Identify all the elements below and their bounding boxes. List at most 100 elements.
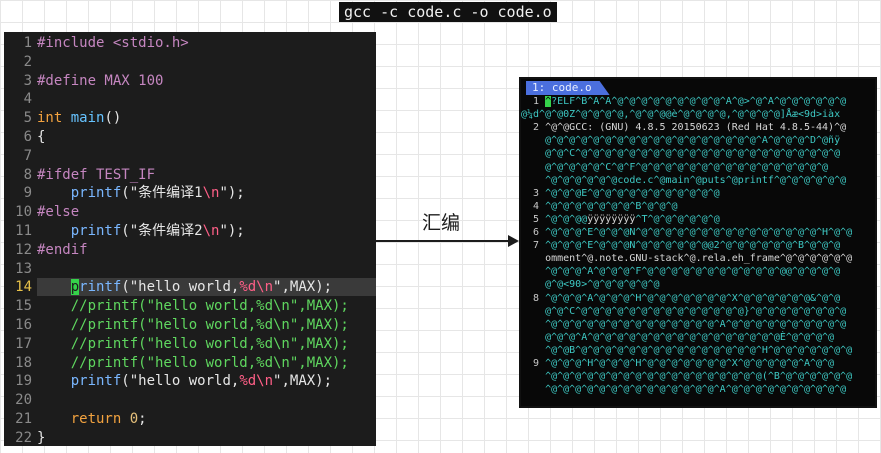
buffer-tab[interactable]: 1: code.o [526,81,610,95]
binary-text: ^@^@B^@^@^@^@^@^@^@^@^@^@^@^@^@^@^@^H^@^… [521,344,853,356]
code-text [32,261,37,277]
code-text [32,392,37,408]
binary-text: @^@^@^@^@^@^@^@^@^@^@^@^@^@^@^@^@^@^A^@^… [521,135,841,147]
code-token: #ifdef TEST_IF [37,166,156,183]
binary-line: @^@^@^@^@^@^@^@^@^@^@^@^@^@^@^@^@^@^A^@^… [521,135,840,147]
binary-line: ^@^@^@^A^@^@^@^F^@^@^@^@^@^@^@^@^@^@^@^@… [521,266,840,278]
binary-text: ^@^@^@^@^@^@^@^@^@^@^@^@^@^@^A^@^@^@^@^@… [521,384,847,396]
code-line: 19 printf("hello world,%d\n",MAX); [4,372,376,390]
code-line: 3#define MAX 100 [4,72,376,90]
line-number: 16 [15,317,32,333]
code-token: ("hello world, [121,279,240,296]
binary-line: 9 ^@^@^@^H^@^@^@^H^@^@^@^@^@^@^@^X^@^@^@… [521,358,834,370]
code-line: 16 //printf("hello world,%d\n",MAX); [4,316,376,334]
binary-line: omment^@.note.GNU-stack^@.rela.eh_frame^… [521,253,852,265]
binary-line: ^@^@^@^@^@^@code.c^@main^@puts^@printf^@… [521,175,846,187]
binary-text: ?ELF^B^A^A^@^@^@^@^@^@^@^@^@^A^@>^@^A^@^… [551,96,847,107]
line-number: 5 [521,213,546,225]
line-number: 3 [521,187,546,199]
code-line: 10#else [4,203,376,221]
arrow-shaft [376,240,510,242]
code-line: 1#include <stdio.h> [4,34,376,52]
code-token: %d\n [239,279,274,296]
binary-text: @^@<90>^@^@^@^@^@^@ [521,279,660,291]
binary-text: ^T^@^@^@^@^@^@ [635,213,720,225]
code-token: int [37,110,63,127]
code-token: 0 [129,411,139,427]
code-token: %d\n [239,373,274,390]
binary-line: 2 ^@^@GCC: (GNU) 4.8.5 20150623 (Red Hat… [521,122,846,134]
arrow-right-icon [508,235,519,247]
code-token: #define MAX 100 [37,72,164,89]
binary-text: @¼d^@^@0Z^@^@^@^@,^@^@^@@è^@^@^@^@,^@^@^… [521,109,841,121]
code-token: \n [202,185,220,202]
code-token [37,279,71,295]
code-line: 8#ifdef TEST_IF [4,166,376,184]
binary-text: ^@^@^@^H^@^@^@^H^@^@^@^@^@^@^@^X^@^@^@^@… [545,358,835,369]
code-text: { [32,129,45,145]
code-token: printf [37,185,122,202]
object-file-view[interactable]: 1: code.o 1 ^?ELF^B^A^A^@^@^@^@^@^@^@^@^… [519,77,877,408]
code-text: #ifdef TEST_IF [32,167,155,183]
code-line: 22} [4,429,376,446]
binary-line: @^@^C^@^@^@^@^@^@^@^@^@^@^@^@^@^@^@^@^@^… [521,148,840,160]
binary-line: ^@^@^@^@^@^@^@^@^@^@^@^@^@^@^A^@^@^@^@^@… [521,384,846,396]
binary-line: @^@^@^A^@^@^@^@^@^@^@^@^@^@^@^@^@^@^@^@È… [521,332,834,344]
line-number: 7 [23,147,32,164]
code-text [32,91,37,107]
code-token: printf [37,223,122,239]
code-text: int main() [32,110,121,126]
code-text [32,54,37,70]
code-token: ("条件编译1 [121,185,203,202]
code-line: 9 printf("条件编译1\n"); [4,184,376,202]
code-line: 18 //printf("hello world,%d\n",MAX); [4,354,376,372]
binary-text: ÿÿÿÿÿÿÿÿ [587,213,636,225]
binary-line: @^@^C^@^@^@^@^@^@^@^@^@^@^@^@^@^@}^@^@^@… [521,306,846,318]
code-token: ",MAX); [273,373,333,390]
binary-text: @^@^@^A^@^@^@^@^@^@^@^@^@^@^@^@^@^@^@^@È… [521,331,835,343]
code-line: 15 //printf("hello world,%d\n",MAX); [4,297,376,315]
code-text: //printf("hello world,%d\n",MAX); [32,355,349,371]
binary-text: ^@^@^@^E^@^@^@N^@^@^@^@^@^@^@^@^@^@^@^@^… [545,227,853,238]
line-number: 19 [15,373,32,390]
binary-text: @^@^C^@^@^@^@^@^@^@^@^@^@^@^@^@^@^@^@^@^… [521,148,841,160]
code-token: //printf("hello world,%d\n",MAX); [37,335,349,352]
binary-line: @¼d^@^@0Z^@^@^@^@,^@^@^@@è^@^@^@^@,^@^@^… [521,109,840,121]
code-token: ",MAX); [273,279,333,296]
binary-text: ^@^@^@^A^@^@^@^H^@^@^@^@^@^@^@^X^@^@^@^@… [545,292,841,304]
code-token: <stdio.h> [112,35,189,51]
binary-line: @^@<90>^@^@^@^@^@^@ [521,279,659,291]
code-token: p [70,279,80,296]
line-number: 20 [15,392,32,409]
code-text: #else [32,204,79,220]
code-token: "); [219,185,245,202]
line-number: 6 [521,227,546,238]
code-line: 11 printf("条件编译2\n"); [4,222,376,240]
binary-line: 8 ^@^@^@^A^@^@^@^H^@^@^@^@^@^@^@^X^@^@^@… [521,293,840,305]
binary-text: ^@^@^@@ [545,213,588,225]
binary-line: 6 ^@^@^@^E^@^@^@N^@^@^@^@^@^@^@^@^@^@^@^… [521,227,852,239]
line-number: 22 [15,429,32,446]
line-number: 9 [23,185,32,202]
binary-text: ^@^@^@^@^@^@code.c^@main^@puts^@printf^@… [521,174,847,186]
code-line: 2 [4,53,376,71]
line-number: 13 [15,260,32,277]
line-number: 7 [521,240,546,252]
code-line: 6{ [4,128,376,146]
code-text [32,148,37,164]
line-number: 5 [23,110,32,127]
code-token: ("hello world, [121,373,240,390]
code-token: //printf("hello world,%d\n",MAX); [37,354,349,371]
code-token: () [104,110,122,127]
code-line: 7 [4,147,376,165]
code-token: main [70,110,105,127]
binary-line: 5 ^@^@^@@ÿÿÿÿÿÿÿÿ^T^@^@^@^@^@^@ [521,214,720,226]
code-text: printf("条件编译2\n"); [32,223,245,239]
code-line: 21 return 0; [4,410,376,428]
binary-text: ^@^@^@E^@^@^@^@^@^@^@^@^@^@^@ [545,187,720,199]
code-token: rintf [79,279,122,296]
code-token: //printf("hello world,%d\n",MAX); [37,317,349,333]
code-line: 17 //printf("hello world,%d\n",MAX); [4,335,376,353]
